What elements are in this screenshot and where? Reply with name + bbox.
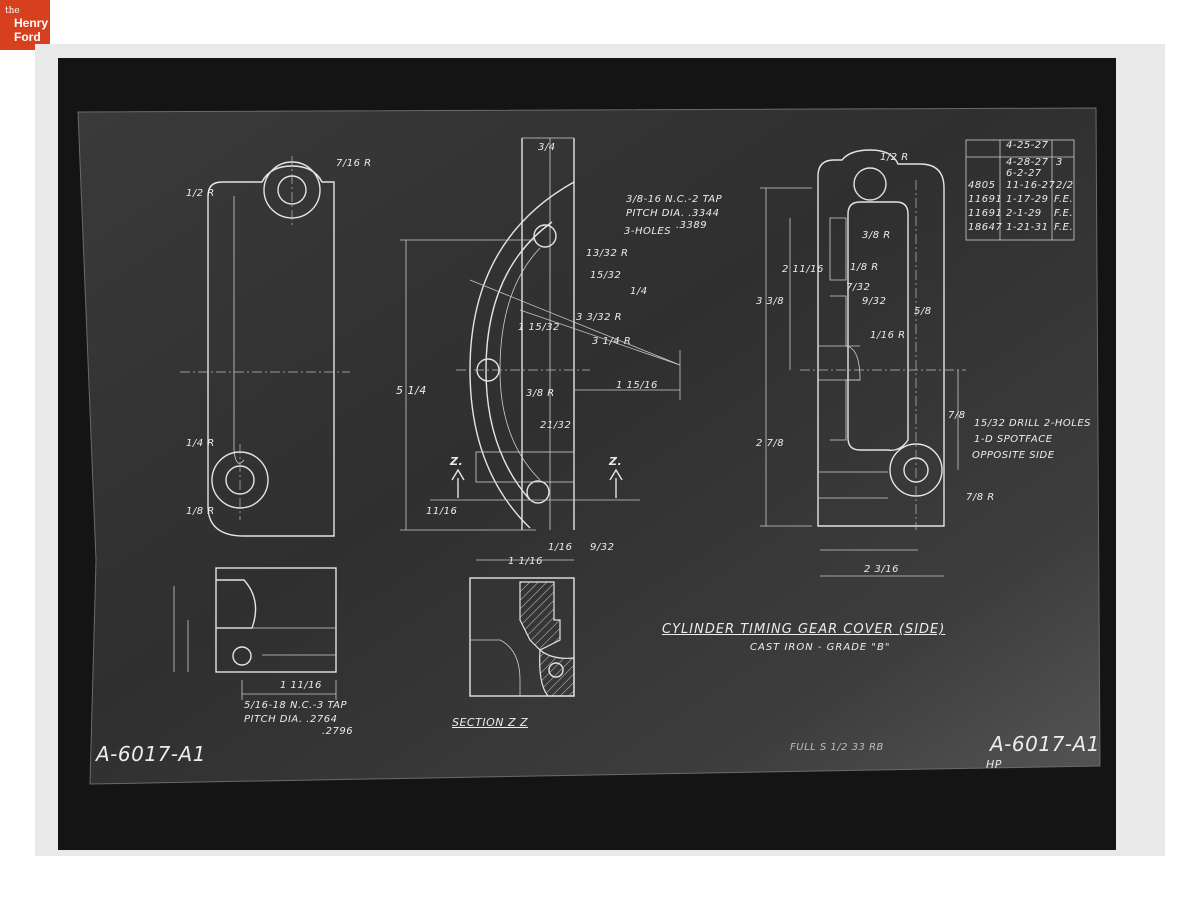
dim-label: 15/32 bbox=[590, 270, 622, 281]
left-view-cover-plate bbox=[180, 156, 350, 537]
tap-note-1-line-1: 3/8-16 N.C.-2 TAP bbox=[626, 194, 723, 205]
dim-label: 1/4 R bbox=[186, 438, 215, 449]
dim-label: 2 7/8 bbox=[756, 438, 785, 449]
revision-date-1: 4-25-27 bbox=[1006, 140, 1049, 151]
tap-note-1-line-3: .3389 bbox=[676, 220, 708, 231]
dim-label: 1/8 R bbox=[186, 506, 215, 517]
revision-ref-6: 11691 bbox=[968, 208, 1003, 219]
dim-label: 9/32 bbox=[862, 296, 887, 307]
dim-label: 2 3/16 bbox=[864, 564, 899, 575]
dim-label: 3 3/8 bbox=[756, 296, 785, 307]
dim-label: 5 1/4 bbox=[396, 384, 427, 397]
dim-label: 5/8 bbox=[914, 306, 932, 317]
drawing-material: CAST IRON - GRADE "B" bbox=[750, 642, 891, 653]
revision-date-4: 11-16-27 bbox=[1006, 180, 1056, 191]
revision-note-6: F.E. bbox=[1054, 208, 1074, 219]
section-mark-left: Z. bbox=[450, 455, 464, 468]
logo-text-henry: Henry bbox=[14, 16, 49, 30]
dim-label: 1/2 R bbox=[186, 188, 215, 199]
tap-note-2-line-1: 5/16-18 N.C.-3 TAP bbox=[244, 700, 347, 711]
dim-label: 1 1/16 bbox=[508, 556, 543, 567]
right-view-cover bbox=[760, 149, 966, 577]
drill-note-line-2: 1-D SPOTFACE bbox=[974, 434, 1053, 445]
dim-label: 3/8 R bbox=[526, 388, 555, 399]
drill-note-line-1: 15/32 DRILL 2-HOLES bbox=[974, 418, 1092, 429]
revision-table bbox=[965, 139, 1075, 241]
drawing-number-right: A-6017-A1 bbox=[990, 732, 1100, 756]
revision-date-6: 2-1-29 bbox=[1006, 208, 1042, 219]
drawing-title: CYLINDER TIMING GEAR COVER (SIDE) bbox=[662, 622, 946, 637]
dim-label: 21/32 bbox=[540, 420, 572, 431]
dim-label: 7/8 bbox=[948, 410, 966, 421]
tap-note-2-line-2: PITCH DIA. .2764 bbox=[244, 714, 338, 725]
dim-label: 3/8 R bbox=[862, 230, 891, 241]
revision-note-5: F.E. bbox=[1054, 194, 1074, 205]
drawing-number-left: A-6017-A1 bbox=[96, 742, 206, 766]
dim-label: 13/32 R bbox=[586, 248, 629, 259]
dim-label: 2 11/16 bbox=[782, 264, 824, 275]
dim-label: 1/4 bbox=[630, 286, 648, 297]
revision-ref-5: 11691 bbox=[968, 194, 1003, 205]
drawing-initials: HP bbox=[986, 758, 1002, 771]
section-mark-right: Z. bbox=[609, 455, 623, 468]
tap-note-1-line-2: PITCH DIA. .3344 bbox=[626, 208, 720, 219]
section-label: SECTION Z Z bbox=[452, 716, 529, 729]
dim-label: 11/16 bbox=[426, 506, 458, 517]
revision-ref-4: 4805 bbox=[968, 180, 996, 191]
dim-label: 7/16 R bbox=[336, 158, 372, 169]
middle-view-arc bbox=[400, 137, 681, 561]
revision-date-5: 1-17-29 bbox=[1006, 194, 1049, 205]
revision-ref-7: 18647 bbox=[968, 222, 1003, 233]
tap-note-1-line-4: 3-HOLES bbox=[624, 226, 672, 237]
left-bottom-view bbox=[173, 567, 337, 700]
dim-label: 1 15/16 bbox=[616, 380, 658, 391]
dim-label: 1/2 R bbox=[880, 152, 909, 163]
dim-label: 1/16 bbox=[548, 542, 573, 553]
dim-label: 3 1/4 R bbox=[592, 336, 632, 347]
dim-label: 1/16 R bbox=[870, 330, 906, 341]
dim-label: 7/32 bbox=[846, 282, 871, 293]
revision-note-7: F.E. bbox=[1054, 222, 1074, 233]
drill-note-line-3: OPPOSITE SIDE bbox=[972, 450, 1055, 461]
dim-label: 1 15/32 bbox=[518, 322, 560, 333]
revision-date-2: 4-28-27 bbox=[1006, 157, 1049, 168]
tap-note-2-line-3: .2796 bbox=[322, 726, 354, 737]
revision-date-3: 6-2-27 bbox=[1006, 168, 1042, 179]
logo-text-ford: Ford bbox=[14, 30, 41, 44]
dim-label: 1/8 R bbox=[850, 262, 879, 273]
scale-note: FULL S 1/2 33 RB bbox=[790, 742, 884, 753]
logo-text-the: the bbox=[5, 6, 20, 16]
revision-note-2: 3 bbox=[1056, 157, 1063, 168]
dim-label: 1 11/16 bbox=[280, 680, 322, 691]
blueprint-paper bbox=[77, 107, 1101, 785]
dim-label: 9/32 bbox=[590, 542, 615, 553]
section-zz-view bbox=[469, 577, 575, 697]
dim-label: 3 3/32 R bbox=[576, 312, 623, 323]
revision-date-7: 1-21-31 bbox=[1006, 222, 1049, 233]
dim-label: 3/4 bbox=[538, 142, 556, 153]
revision-note-4: 2/2 bbox=[1056, 180, 1074, 191]
henry-ford-logo: the Henry Ford bbox=[0, 0, 50, 50]
dim-label: 7/8 R bbox=[966, 492, 995, 503]
